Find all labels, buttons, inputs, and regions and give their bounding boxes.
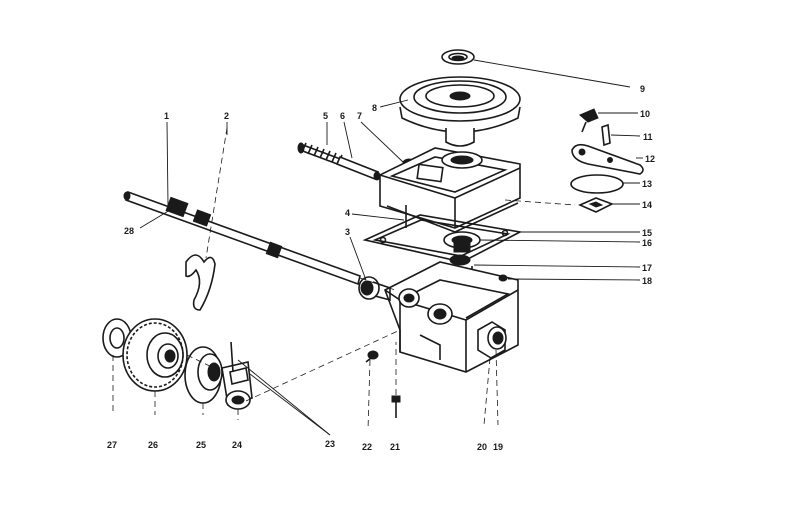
callout-8: 8 — [372, 103, 377, 113]
part-13-disc — [570, 174, 624, 194]
leader-lines — [139, 59, 643, 436]
callout-6: 6 — [340, 111, 345, 121]
part-3-bearing — [358, 276, 391, 302]
callout-17: 17 — [642, 263, 652, 273]
callout-2: 2 — [224, 111, 229, 121]
callout-16: 16 — [642, 238, 652, 248]
part-25-clutch-dog — [184, 346, 223, 404]
part-16-bearing — [443, 231, 481, 253]
callout-5: 5 — [323, 111, 328, 121]
part-24-collar — [221, 361, 253, 410]
callout-4: 4 — [345, 208, 350, 218]
callout-20: 20 — [477, 442, 487, 452]
callout-labels: 1 2 3 4 5 6 7 8 9 10 11 12 13 14 15 16 1… — [107, 84, 655, 452]
callout-13: 13 — [642, 179, 652, 189]
callout-25: 25 — [196, 440, 206, 450]
callout-24: 24 — [232, 440, 242, 450]
part-8-pulley — [399, 76, 521, 147]
part-22-screw — [365, 350, 379, 363]
housing-cover — [379, 147, 521, 233]
callout-22: 22 — [362, 442, 372, 452]
part-11-pin — [601, 123, 611, 147]
callout-9: 9 — [640, 84, 645, 94]
part-9-seal-washer — [441, 49, 475, 65]
callout-1: 1 — [164, 111, 169, 121]
assembly-lines — [112, 127, 576, 431]
part-26-gear — [122, 318, 188, 392]
callout-15: 15 — [642, 228, 652, 238]
callout-7: 7 — [357, 111, 362, 121]
part-12-lever-plate — [571, 143, 644, 175]
part-6-pin — [335, 155, 381, 181]
callout-11: 11 — [643, 132, 653, 142]
part-18-gearbox-housing — [383, 261, 519, 373]
part-1-shaft — [123, 190, 361, 286]
callout-3: 3 — [345, 227, 350, 237]
callout-28: 28 — [124, 226, 134, 236]
callout-10: 10 — [640, 109, 650, 119]
part-21-bolt — [391, 395, 401, 418]
callout-26: 26 — [148, 440, 158, 450]
callout-18: 18 — [642, 276, 652, 286]
callout-19: 19 — [493, 442, 503, 452]
part-2-shift-fork — [185, 254, 216, 311]
part-23-pin — [230, 341, 234, 373]
callout-23: 23 — [325, 439, 335, 449]
part-5-spring — [297, 142, 344, 166]
callout-14: 14 — [642, 200, 652, 210]
part-10-screw — [579, 108, 599, 133]
callout-12: 12 — [645, 154, 655, 164]
part-19-bushing — [477, 321, 507, 359]
part-14-pad — [578, 197, 614, 213]
callout-27: 27 — [107, 440, 117, 450]
callout-21: 21 — [390, 442, 400, 452]
